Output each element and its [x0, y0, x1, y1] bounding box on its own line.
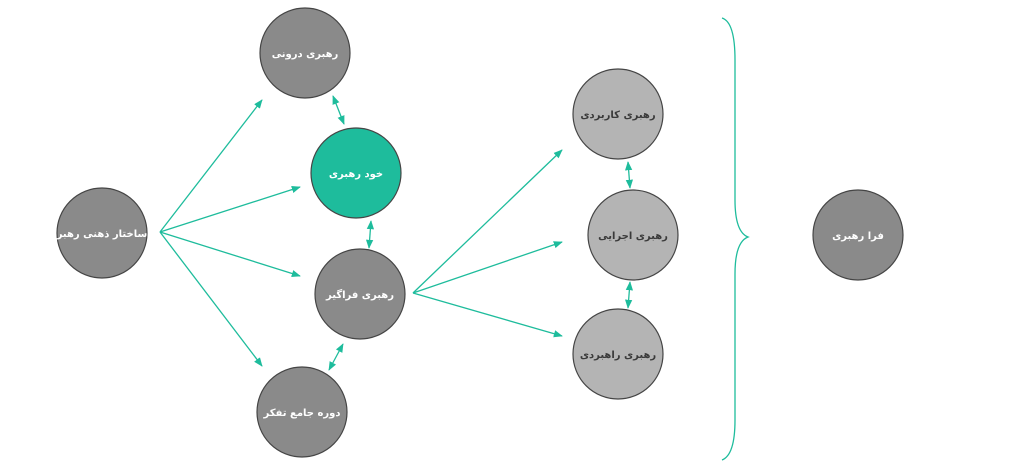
node-holistic-thinking-label: دوره جامع تفکر: [263, 408, 341, 419]
arrow-to-self-leadership: [159, 186, 301, 233]
bi-arrow-inner-self: [332, 95, 345, 125]
node-inner-leadership-label: رهبری درونی: [272, 49, 339, 60]
node-meta-leadership: فرا رهبری: [812, 189, 904, 281]
bi-arrow-comprehensive-holistic: [328, 343, 344, 371]
arrow-to-executive-leadership: [412, 241, 563, 294]
node-executive-leadership-label: رهبری اجرایی: [598, 231, 668, 242]
bi-arrow-applied-executive: [624, 161, 634, 189]
node-comprehensive-leadership: رهبری فراگیر: [314, 248, 406, 340]
arrow-to-comprehensive-leadership: [159, 231, 301, 278]
connectors-right-column: [624, 161, 634, 309]
node-meta-leadership-label: فرا رهبری: [832, 231, 884, 242]
node-holistic-thinking: دوره جامع تفکر: [256, 366, 348, 458]
arrow-to-strategic-leadership: [412, 292, 563, 338]
connectors-left: [159, 99, 301, 367]
node-mental-structure: ساختار ذهنی رهبر: [56, 187, 148, 279]
node-inner-leadership: رهبری درونی: [259, 7, 351, 99]
node-applied-leadership: رهبری کاربردی: [572, 68, 664, 160]
node-strategic-leadership-label: رهبری راهبردی: [580, 350, 657, 361]
bi-arrow-self-comprehensive: [365, 220, 375, 249]
node-self-leadership: خود رهبری: [310, 127, 402, 219]
node-executive-leadership: رهبری اجرایی: [587, 189, 679, 281]
node-self-leadership-label: خود رهبری: [329, 169, 383, 180]
arrow-to-applied-leadership: [412, 149, 563, 294]
node-mental-structure-label: ساختار ذهنی رهبر: [56, 229, 148, 240]
connectors-left-column: [328, 95, 375, 371]
bi-arrow-executive-strategic: [624, 281, 634, 309]
node-strategic-leadership: رهبری راهبردی: [572, 308, 664, 400]
grouping-brace: [721, 17, 750, 461]
arrow-to-holistic-thinking: [159, 231, 263, 367]
node-applied-leadership-label: رهبری کاربردی: [580, 110, 655, 121]
connectors-middle: [412, 149, 563, 338]
node-comprehensive-leadership-label: رهبری فراگیر: [325, 288, 394, 301]
arrow-to-inner-leadership: [159, 99, 263, 233]
